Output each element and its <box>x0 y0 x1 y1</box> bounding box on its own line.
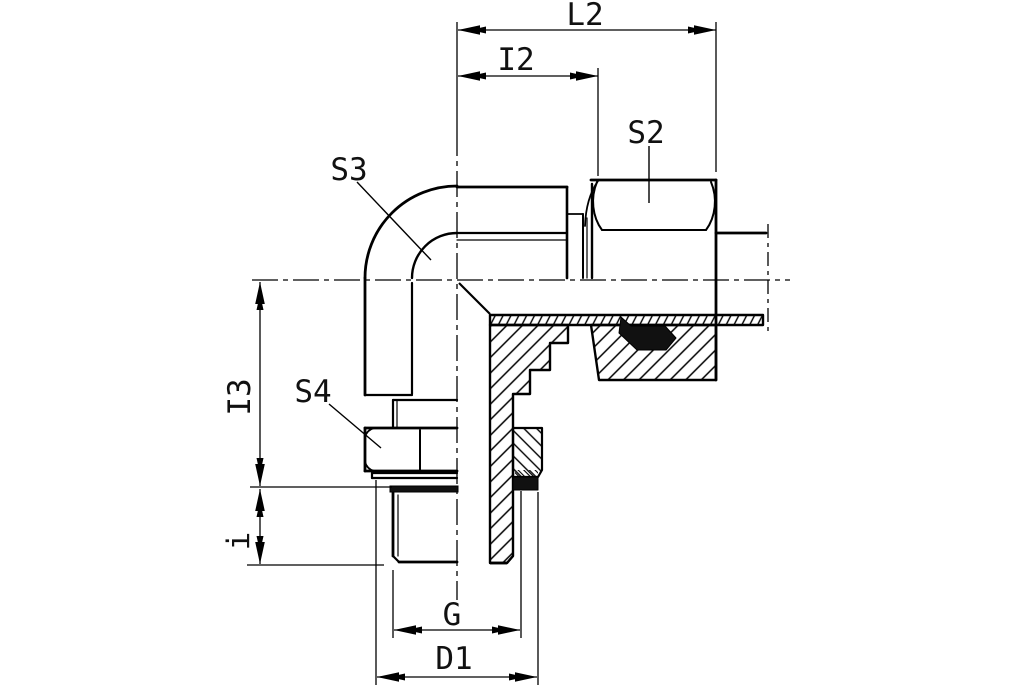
label-s4: S4 <box>294 374 331 410</box>
nut-s2-chamfer-arc-right <box>705 181 716 231</box>
label-g: G <box>443 597 462 633</box>
bore-intersection-edge <box>458 282 491 315</box>
elbow-inner-arc <box>410 231 459 280</box>
label-l2: L2 <box>566 0 603 33</box>
cutting-ring-seal <box>618 316 677 351</box>
label-d1: D1 <box>435 641 472 677</box>
label-s3: S3 <box>330 152 367 188</box>
nut-s2-chamfer-arc-left <box>592 181 603 231</box>
fitting-body-exterior <box>363 184 588 280</box>
stud-bottom-chamfer-left <box>391 554 401 564</box>
leader-s3 <box>356 181 432 261</box>
nut-s4-chamfer-top <box>364 427 375 438</box>
leader-s4 <box>328 403 382 449</box>
tube-wall-section <box>488 313 765 327</box>
elbow-outer-arc <box>363 184 459 280</box>
lower-branch-exterior <box>363 276 459 564</box>
washer-seal-band <box>515 470 538 477</box>
label-i2: I2 <box>497 42 534 78</box>
nut-s2-collar-arc <box>584 180 599 227</box>
section-cut-areas <box>458 282 765 565</box>
nut-s2-section <box>589 323 718 382</box>
stud-bottom-chamfer-right <box>506 555 514 564</box>
seal-ring-right <box>512 476 539 491</box>
dimension-arrowheads <box>255 25 716 682</box>
washer-section <box>511 426 544 479</box>
label-s2: S2 <box>627 115 664 151</box>
centerlines <box>252 22 790 600</box>
nut-s4-chamfer-bottom <box>364 461 375 472</box>
seal-ring-left <box>389 485 459 493</box>
label-i: i <box>221 532 257 551</box>
dimension-labels: L2 I2 S2 S3 S4 I3 i G D1 <box>221 0 665 677</box>
leader-lines <box>328 146 650 449</box>
label-i3: I3 <box>222 378 258 415</box>
